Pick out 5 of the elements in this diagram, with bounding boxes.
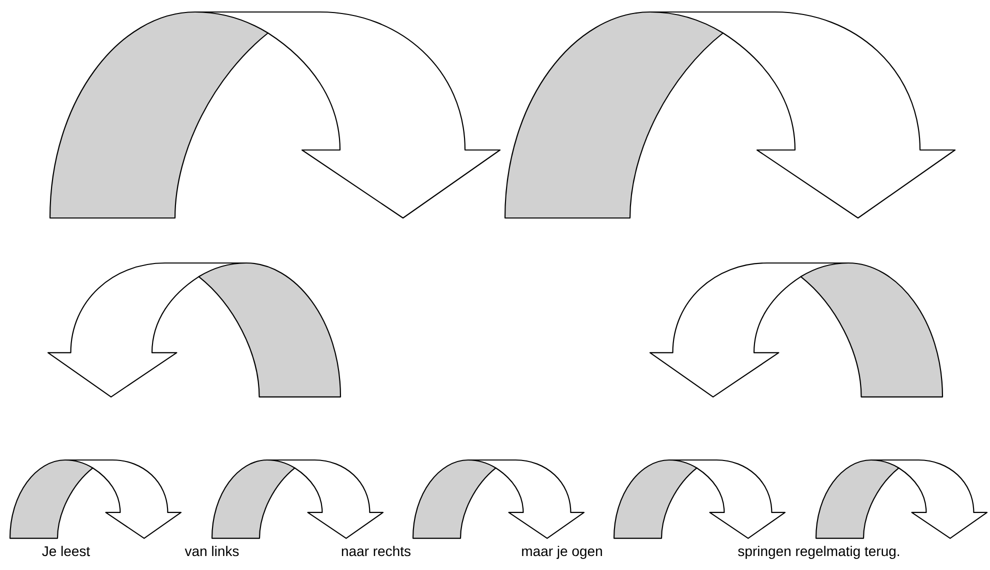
caption-text: Je leest bbox=[42, 546, 90, 556]
caption-text: van links bbox=[184, 546, 239, 556]
caption-text: springen regelmatig terug. bbox=[738, 546, 900, 559]
caption-text: naar rechts bbox=[342, 546, 410, 556]
caption-text: maar je ogen bbox=[522, 546, 602, 559]
